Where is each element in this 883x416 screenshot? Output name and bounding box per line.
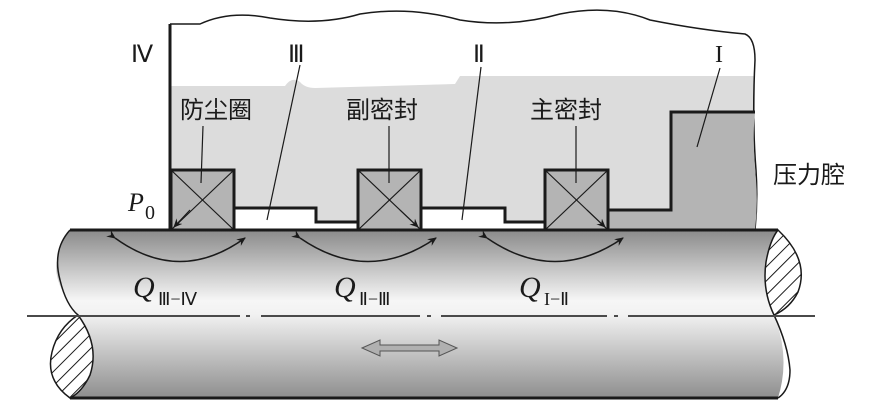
- label-secondary-seal: 副密封: [346, 96, 418, 124]
- seal-leak-arrows: [173, 209, 606, 228]
- flow-arc-II-III: [291, 230, 437, 263]
- gap-region-III: [234, 208, 358, 230]
- label-ambient-pressure: P 0: [127, 188, 155, 224]
- rod-left-hatch: [49, 313, 94, 399]
- svg-text:Q: Q: [133, 271, 155, 304]
- label-flow-I-II: Q I−Ⅱ: [519, 271, 569, 309]
- label-flow-II-III: Q Ⅱ−Ⅲ: [334, 271, 390, 309]
- label-flow-III-IV: Q Ⅲ−Ⅳ: [133, 271, 198, 309]
- flow-arc-III-IV: [106, 230, 246, 263]
- svg-text:Q: Q: [334, 271, 356, 304]
- seal-secondary: [356, 168, 423, 232]
- flow-arc-I-II: [478, 230, 624, 263]
- rod-left-break-upper: [56, 229, 79, 316]
- svg-text:Ⅲ−Ⅳ: Ⅲ−Ⅳ: [158, 289, 198, 309]
- leader-III: [266, 64, 301, 221]
- svg-text:P: P: [127, 188, 144, 217]
- svg-text:I−Ⅱ: I−Ⅱ: [544, 289, 569, 309]
- label-pressure-chamber: 压力腔: [773, 161, 845, 189]
- pressure-chamber-outline: [608, 110, 755, 212]
- label-region-IV: Ⅳ: [131, 42, 153, 68]
- pressure-chamber: [608, 112, 757, 230]
- leader-dust-ring: [200, 125, 204, 184]
- housing-break-line: [170, 9, 758, 231]
- gap-region-II: [421, 208, 545, 230]
- rod-right-hatch: [764, 228, 802, 316]
- leader-I: [696, 67, 721, 148]
- label-region-III: Ⅲ: [288, 42, 305, 68]
- rod-body: [56, 230, 784, 398]
- label-primary-seal: 主密封: [530, 96, 602, 124]
- housing: [168, 9, 758, 231]
- svg-text:Ⅱ−Ⅲ: Ⅱ−Ⅲ: [359, 289, 390, 309]
- label-dust-ring: 防尘圈: [180, 96, 252, 124]
- svg-text:0: 0: [145, 202, 155, 224]
- leader-lines: [200, 64, 721, 221]
- rod-right-break-lower: [773, 314, 791, 399]
- bidirectional-motion-arrow: [360, 339, 459, 357]
- gap-outline-III: [234, 206, 358, 224]
- label-region-I: I: [715, 42, 723, 68]
- leader-II: [461, 66, 482, 221]
- flow-arcs: [106, 230, 624, 263]
- svg-text:Q: Q: [519, 271, 541, 304]
- label-region-II: Ⅱ: [473, 42, 485, 68]
